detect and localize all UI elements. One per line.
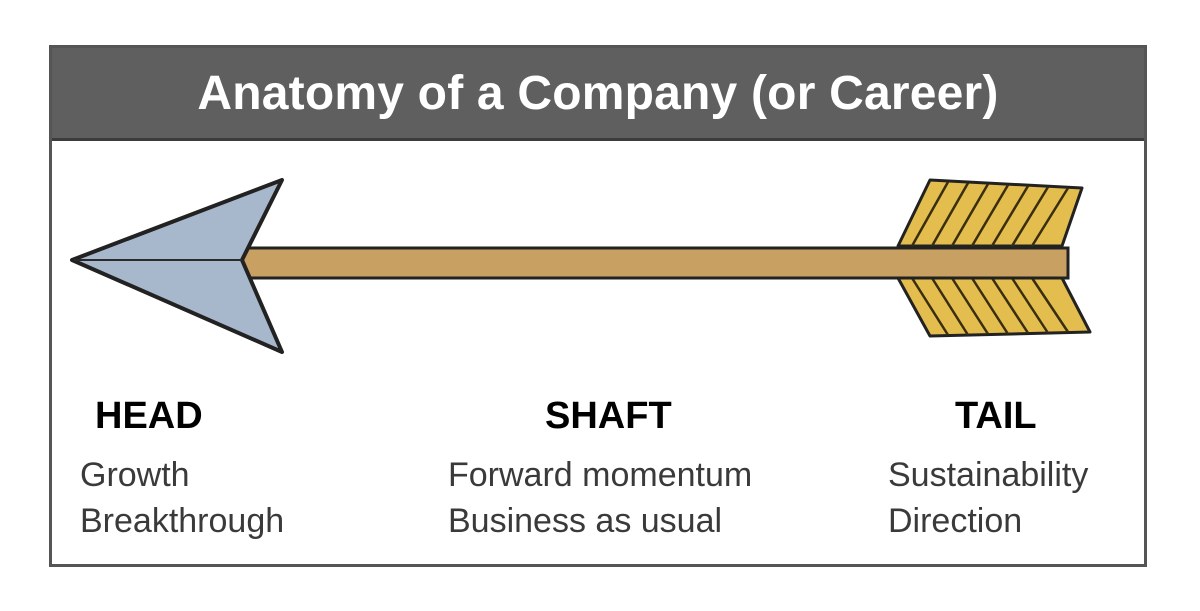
tail-line-2: Direction — [888, 502, 1023, 540]
title-bar: Anatomy of a Company (or Career) — [52, 48, 1144, 141]
head-line-2: Breakthrough — [80, 502, 285, 540]
shaft-description: Forward momentum Business as usual — [448, 452, 752, 544]
head-heading: HEAD — [95, 395, 203, 437]
arrowhead — [70, 178, 284, 354]
arrow-shaft — [238, 246, 1070, 280]
shaft-line-1: Forward momentum — [448, 456, 753, 494]
tail-line-1: Sustainability — [888, 456, 1089, 494]
tail-description: Sustainability Direction — [888, 452, 1088, 544]
diagram-title: Anatomy of a Company (or Career) — [197, 66, 999, 120]
shaft-heading: SHAFT — [545, 395, 672, 437]
fletching — [896, 178, 1092, 338]
tail-heading: TAIL — [955, 395, 1037, 437]
head-line-1: Growth — [80, 456, 190, 494]
head-description: Growth Breakthrough — [80, 452, 284, 544]
shaft-line-2: Business as usual — [448, 502, 723, 540]
